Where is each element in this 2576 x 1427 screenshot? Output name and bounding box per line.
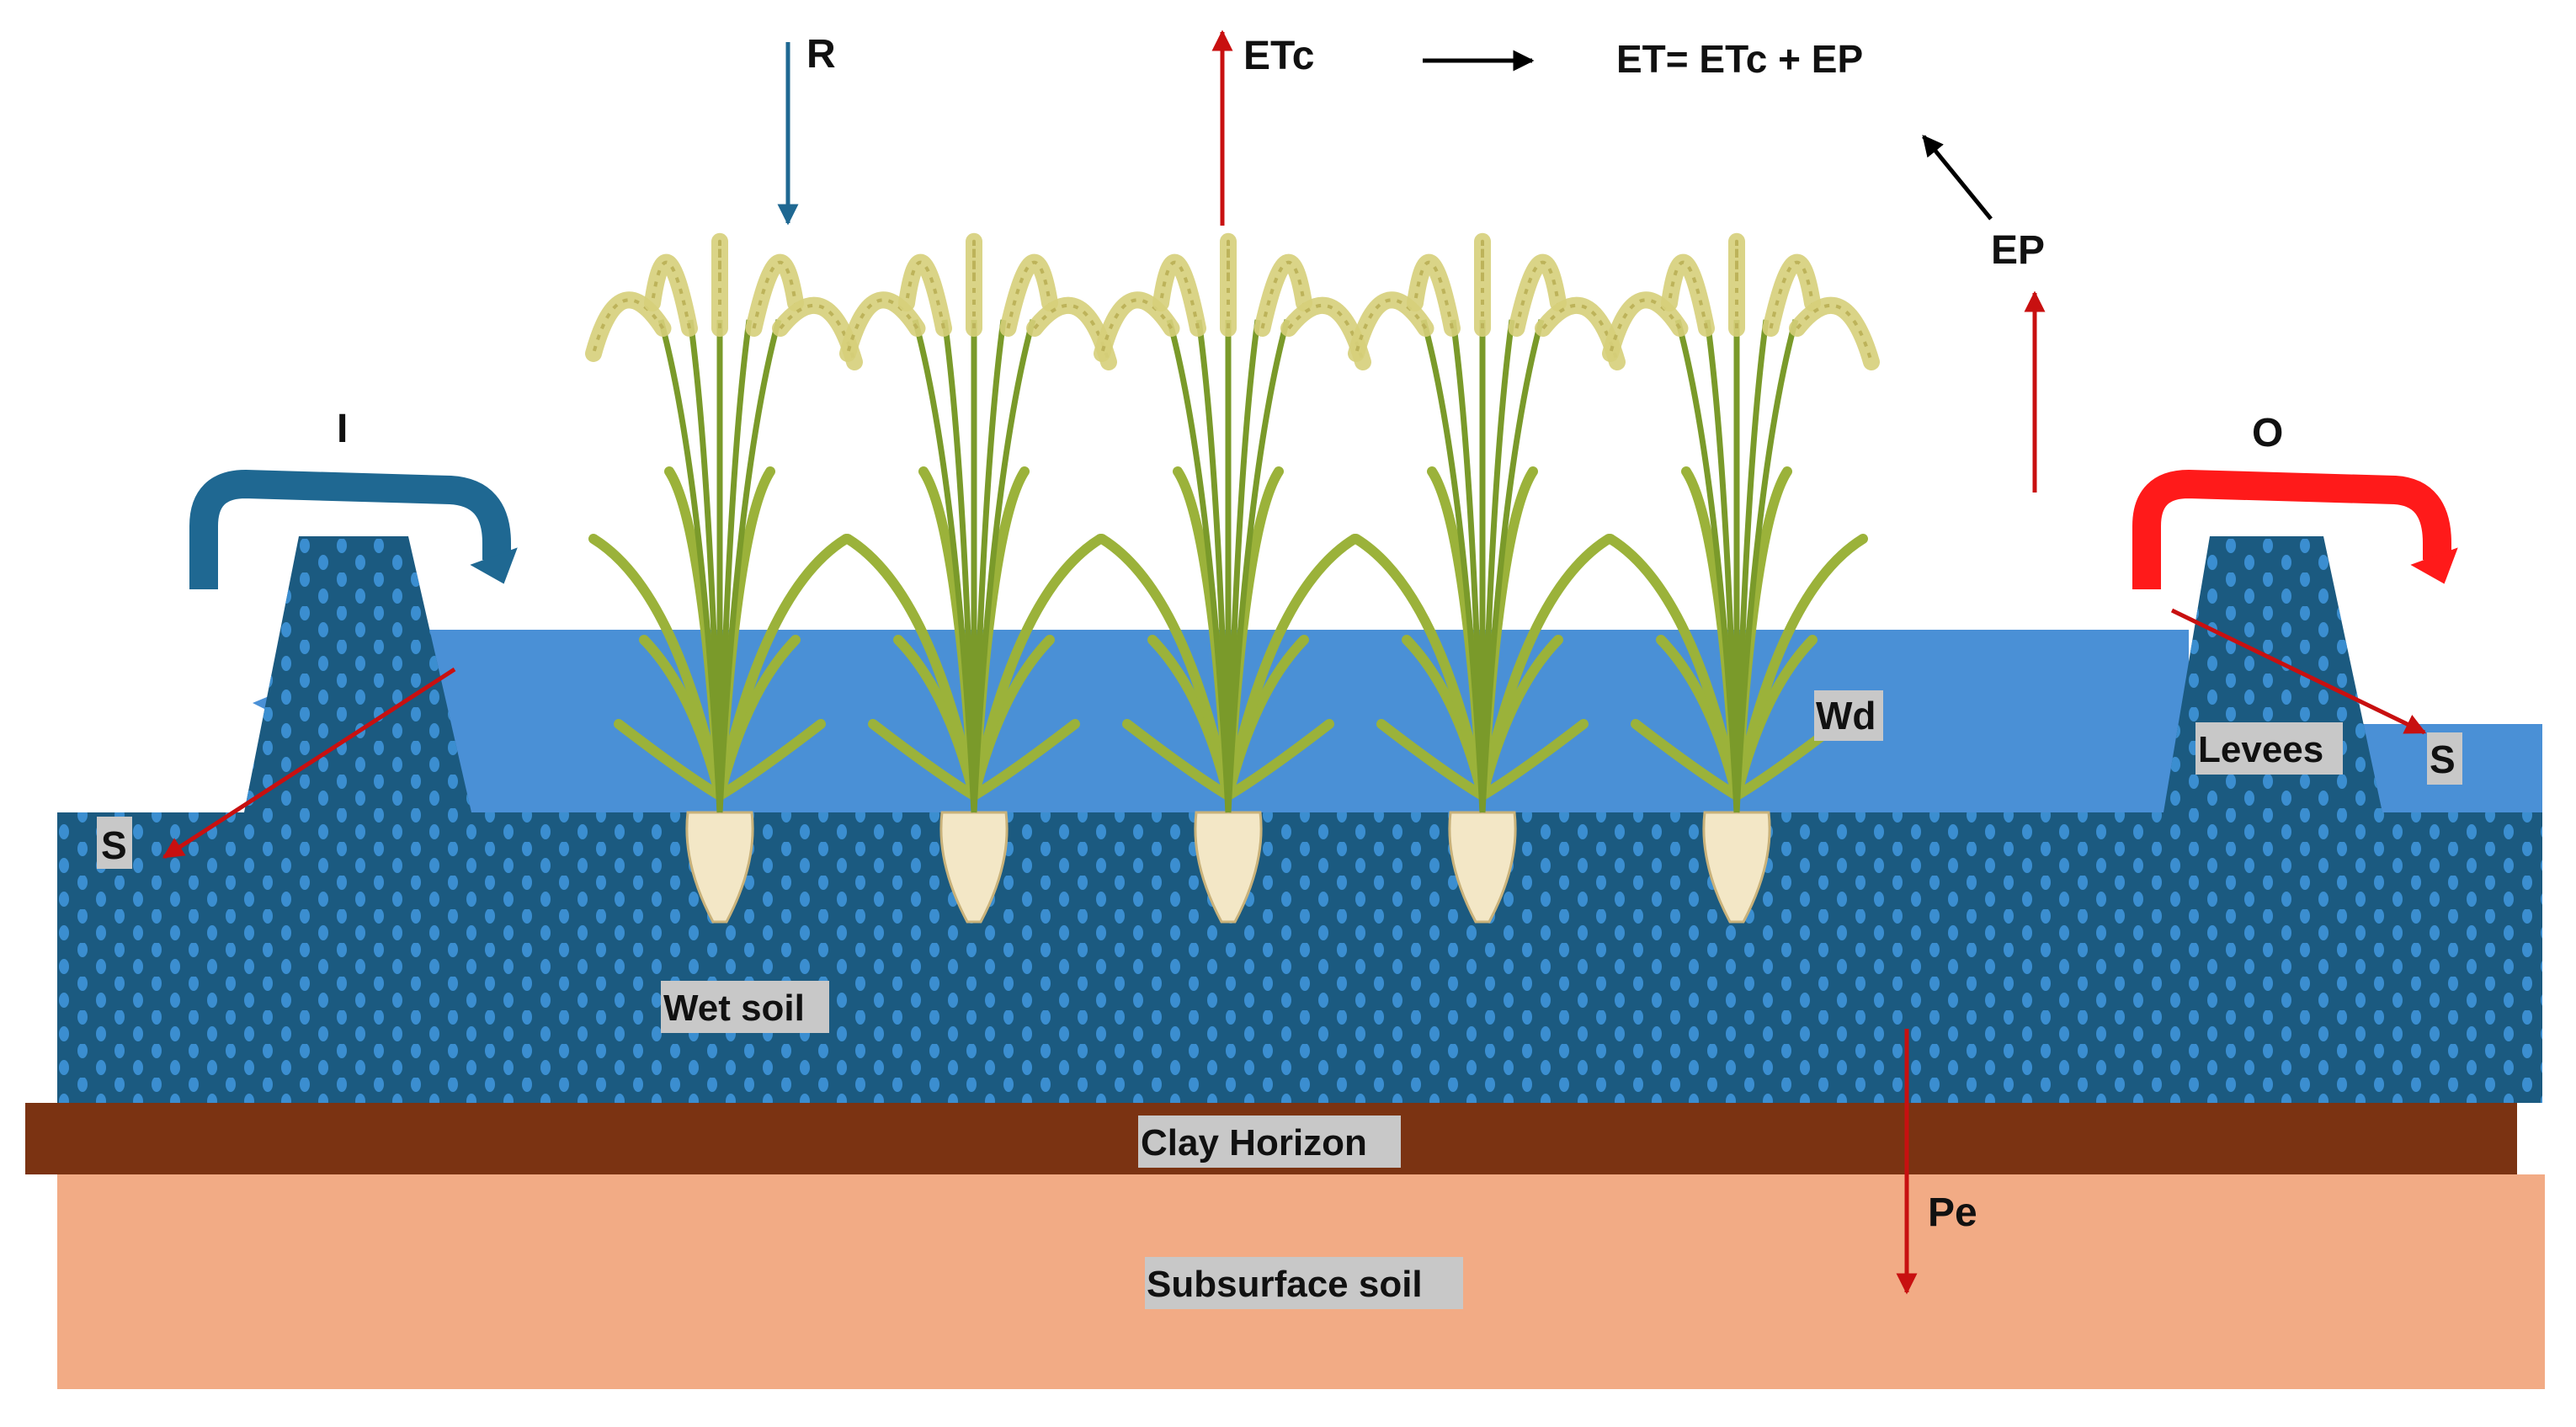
label-seepage-right: S (2430, 737, 2456, 781)
label-wet-soil: Wet soil (663, 988, 805, 1029)
rice-plant (839, 232, 1117, 924)
seepage-left-arrow (162, 667, 456, 860)
label-bg-s-left (97, 817, 132, 869)
outflow-arrow (2132, 469, 2458, 589)
wet-soil-layer (57, 536, 2542, 1103)
inflow-arrow (189, 469, 518, 589)
label-water-depth: Wd (1816, 694, 1876, 737)
label-etc: ETc (1243, 34, 1314, 78)
seepage-right-arrow (2170, 608, 2427, 735)
label-ep: EP (1991, 228, 2045, 273)
label-bg-subsurface (1145, 1257, 1463, 1309)
label-percolation: Pe (1928, 1190, 1977, 1235)
label-levees: Levees (2198, 729, 2323, 770)
label-bg-levees (2195, 722, 2343, 775)
label-rain: R (806, 32, 836, 77)
rice-plant (1348, 232, 1626, 924)
label-bg-wet-soil (661, 981, 829, 1033)
label-outflow: O (2252, 411, 2283, 455)
label-bg-clay (1138, 1116, 1401, 1168)
ponded-water (253, 630, 2542, 812)
label-seepage-left: S (101, 823, 127, 867)
label-bg-s-right (2427, 732, 2462, 785)
rice-plant (1094, 232, 1371, 924)
label-clay-horizon: Clay Horizon (1141, 1122, 1367, 1163)
label-bg-wd (1814, 690, 1883, 741)
ep-to-et-arrow (1922, 135, 1993, 221)
label-et-equation: ET= ETc + EP (1616, 37, 1863, 81)
label-inflow: I (337, 407, 348, 451)
rice-plants (585, 232, 1880, 924)
rice-plant (1602, 232, 1880, 924)
label-subsurface-soil: Subsurface soil (1147, 1264, 1423, 1305)
